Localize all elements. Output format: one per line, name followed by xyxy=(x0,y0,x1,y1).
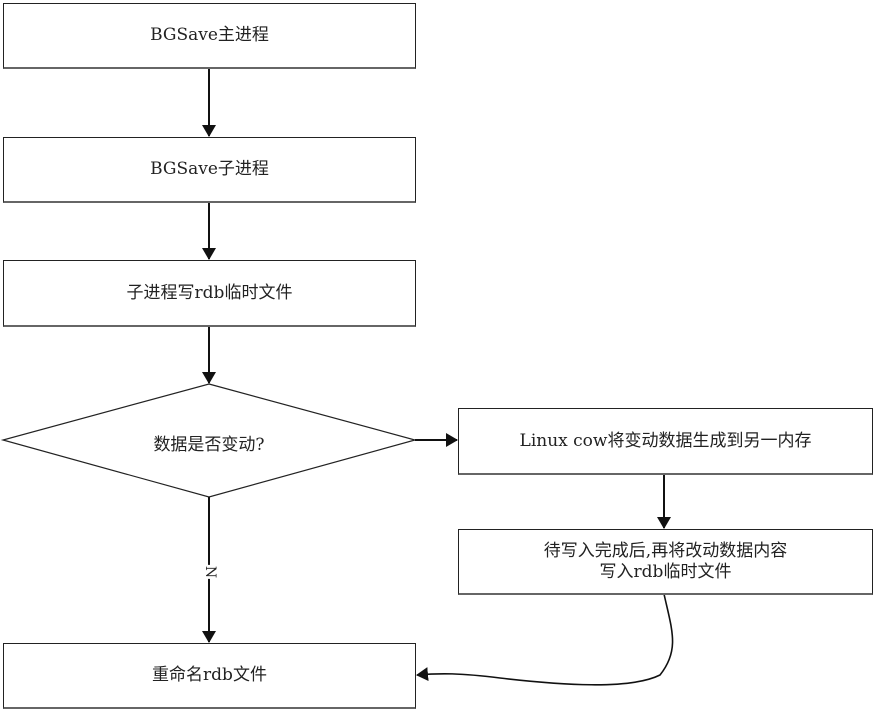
node-write-temp: 子进程写rdb临时文件 xyxy=(3,260,416,327)
decision-label: 数据是否变动? xyxy=(153,435,265,455)
node-label-line2: 写入rdb临时文件 xyxy=(599,561,732,582)
node-main-process: BGSave主进程 xyxy=(3,3,416,69)
node-rename: 重命名rdb文件 xyxy=(3,643,416,709)
node-label: BGSave子进程 xyxy=(150,159,269,179)
edge-label-n: N xyxy=(202,564,219,580)
node-label: Linux cow将变动数据生成到另一内存 xyxy=(519,430,812,451)
node-child-process: BGSave子进程 xyxy=(3,137,416,203)
node-label: 子进程写rdb临时文件 xyxy=(126,282,293,303)
node-label-line1: 待写入完成后,再将改动数据内容 xyxy=(543,540,788,561)
edge-write-changes-to-rename xyxy=(416,593,674,686)
node-label: BGSave主进程 xyxy=(150,25,269,45)
node-write-changes: 待写入完成后,再将改动数据内容 写入rdb临时文件 xyxy=(458,529,873,595)
node-label: 重命名rdb文件 xyxy=(152,665,267,685)
node-linux-cow: Linux cow将变动数据生成到另一内存 xyxy=(458,408,873,475)
